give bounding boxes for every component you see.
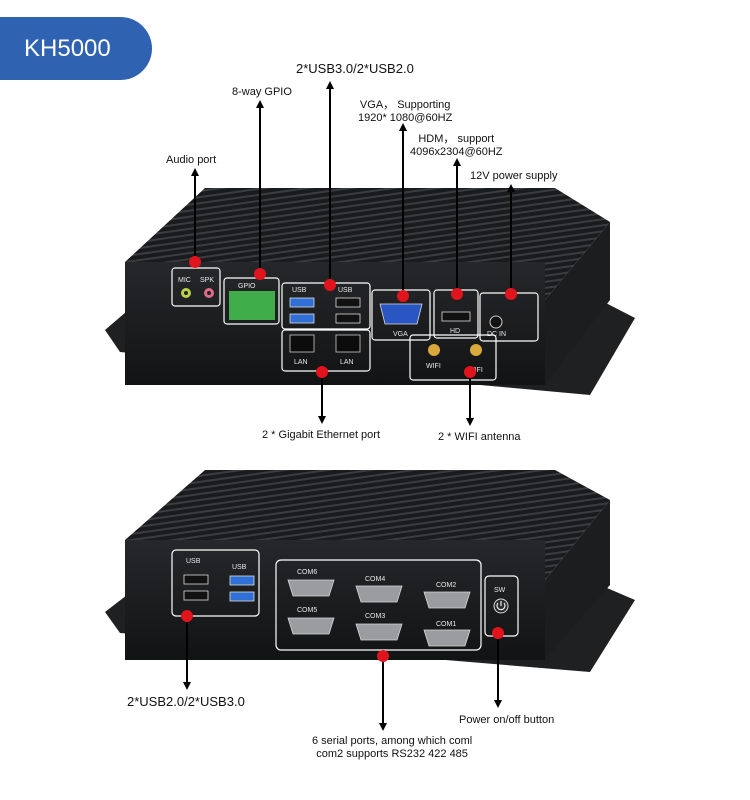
gpio-box bbox=[223, 277, 280, 325]
com3-port bbox=[355, 623, 403, 641]
usb-top-marker bbox=[324, 279, 336, 291]
dc-marker bbox=[505, 288, 517, 300]
model-badge: KH5000 bbox=[0, 17, 152, 80]
usb-c-text: USB bbox=[186, 558, 201, 565]
vga-label-line1: VGA， Supporting bbox=[359, 99, 451, 111]
wifi-box bbox=[409, 334, 497, 381]
power-button-label: Power on/off button bbox=[459, 714, 555, 726]
top-side-panel bbox=[545, 222, 610, 385]
power-icon bbox=[496, 601, 506, 611]
hd-text: HD bbox=[450, 328, 460, 335]
wifi-marker bbox=[464, 366, 476, 378]
dc-jack bbox=[489, 315, 503, 329]
bottom-device: USB USB COM6 COM4 COM2 COM5 COM3 COM1 SW bbox=[105, 470, 635, 731]
bottom-markers bbox=[181, 610, 504, 662]
usb2-port-2 bbox=[335, 313, 361, 324]
vga-label-line2: 1920* 1080@60HZ bbox=[358, 112, 453, 124]
hdmi-label-line1: HDM， support bbox=[418, 133, 495, 145]
vga-label: VGA， Supporting 1920* 1080@60HZ bbox=[358, 99, 452, 125]
audio-marker bbox=[189, 256, 201, 268]
com1-port bbox=[423, 629, 471, 647]
hdmi-label-line2: 4096x2304@60HZ bbox=[410, 146, 503, 158]
usb-b-text: USB bbox=[338, 287, 353, 294]
usb-a-text: USB bbox=[292, 287, 307, 294]
gpio-block bbox=[229, 291, 275, 320]
com5-text: COM5 bbox=[297, 607, 317, 614]
audio-label: Audio port bbox=[166, 154, 217, 166]
bottom-ports: USB USB COM6 COM4 COM2 COM5 COM3 COM1 SW bbox=[171, 549, 519, 651]
lan-marker bbox=[316, 366, 328, 378]
serial-label-line2: com2 supports RS232 422 485 bbox=[316, 748, 468, 760]
dc-text: DC IN bbox=[487, 331, 506, 338]
lan-a-text: LAN bbox=[294, 359, 308, 366]
com-marker bbox=[377, 650, 389, 662]
hd-marker bbox=[451, 288, 463, 300]
usb3-bottom-1 bbox=[229, 575, 255, 586]
wifi-label: 2 * WIFI antenna bbox=[438, 431, 521, 443]
com2-text: COM2 bbox=[436, 582, 456, 589]
com3-text: COM3 bbox=[365, 613, 385, 620]
bottom-side-panel bbox=[545, 500, 610, 660]
usb2-bottom-2 bbox=[183, 590, 209, 601]
usb3-port-1 bbox=[289, 297, 315, 308]
top-device: MIC SPK GPIO USB USB LAN LAN VGA bbox=[105, 81, 635, 426]
usb-d-text: USB bbox=[232, 564, 247, 571]
serial-label-line1: 6 serial ports, among which coml bbox=[312, 735, 473, 747]
com5-port bbox=[287, 617, 335, 635]
gpio-text: GPIO bbox=[238, 283, 256, 290]
com4-port bbox=[355, 585, 403, 603]
top-markers bbox=[189, 256, 517, 378]
wifi-connector-2 bbox=[470, 344, 482, 356]
vga-marker bbox=[397, 290, 409, 302]
com4-text: COM4 bbox=[365, 576, 385, 583]
top-arrows bbox=[191, 81, 515, 426]
com6-port bbox=[287, 579, 335, 597]
usb2-port-1 bbox=[335, 297, 361, 308]
spk-jack-hole bbox=[207, 291, 211, 295]
usb3-port-2 bbox=[289, 313, 315, 324]
vga-text: VGA bbox=[393, 331, 408, 338]
hdmi-connector bbox=[441, 311, 471, 322]
ethernet-label: 2 * Gigabit Ethernet port bbox=[262, 429, 381, 441]
gpio-label: 8-way GPIO bbox=[232, 86, 292, 98]
bottom-arrows bbox=[183, 622, 502, 731]
usb-bottom-box bbox=[171, 549, 260, 617]
wifi-connector-1 bbox=[428, 344, 440, 356]
spk-text: SPK bbox=[200, 277, 214, 284]
serial-label: 6 serial ports, among which coml com2 su… bbox=[312, 735, 472, 761]
com-box bbox=[275, 559, 482, 651]
wifi-a-text: WIFI bbox=[426, 363, 441, 370]
vga-connector bbox=[379, 303, 423, 325]
usb-bottom-marker bbox=[181, 610, 193, 622]
usb3-bottom-2 bbox=[229, 591, 255, 602]
model-name: KH5000 bbox=[24, 34, 111, 62]
audio-box bbox=[171, 267, 221, 307]
usb2-bottom-1 bbox=[183, 574, 209, 585]
com2-port bbox=[423, 591, 471, 609]
mic-jack-hole bbox=[184, 291, 188, 295]
mic-text: MIC bbox=[178, 277, 191, 284]
sw-text: SW bbox=[494, 587, 506, 594]
com6-text: COM6 bbox=[297, 569, 317, 576]
usb-bottom-label: 2*USB2.0/2*USB3.0 bbox=[127, 694, 245, 709]
vga-box bbox=[371, 289, 431, 341]
lan-port-2 bbox=[335, 334, 361, 353]
hdmi-label: HDM， support 4096x2304@60HZ bbox=[410, 133, 503, 159]
lan-b-text: LAN bbox=[340, 359, 354, 366]
usb-top-label: 2*USB3.0/2*USB2.0 bbox=[296, 61, 414, 76]
lan-port-1 bbox=[289, 334, 315, 353]
com1-text: COM1 bbox=[436, 621, 456, 628]
power-supply-label: 12V power supply bbox=[470, 170, 558, 182]
gpio-marker bbox=[254, 268, 266, 280]
sw-marker bbox=[492, 627, 504, 639]
